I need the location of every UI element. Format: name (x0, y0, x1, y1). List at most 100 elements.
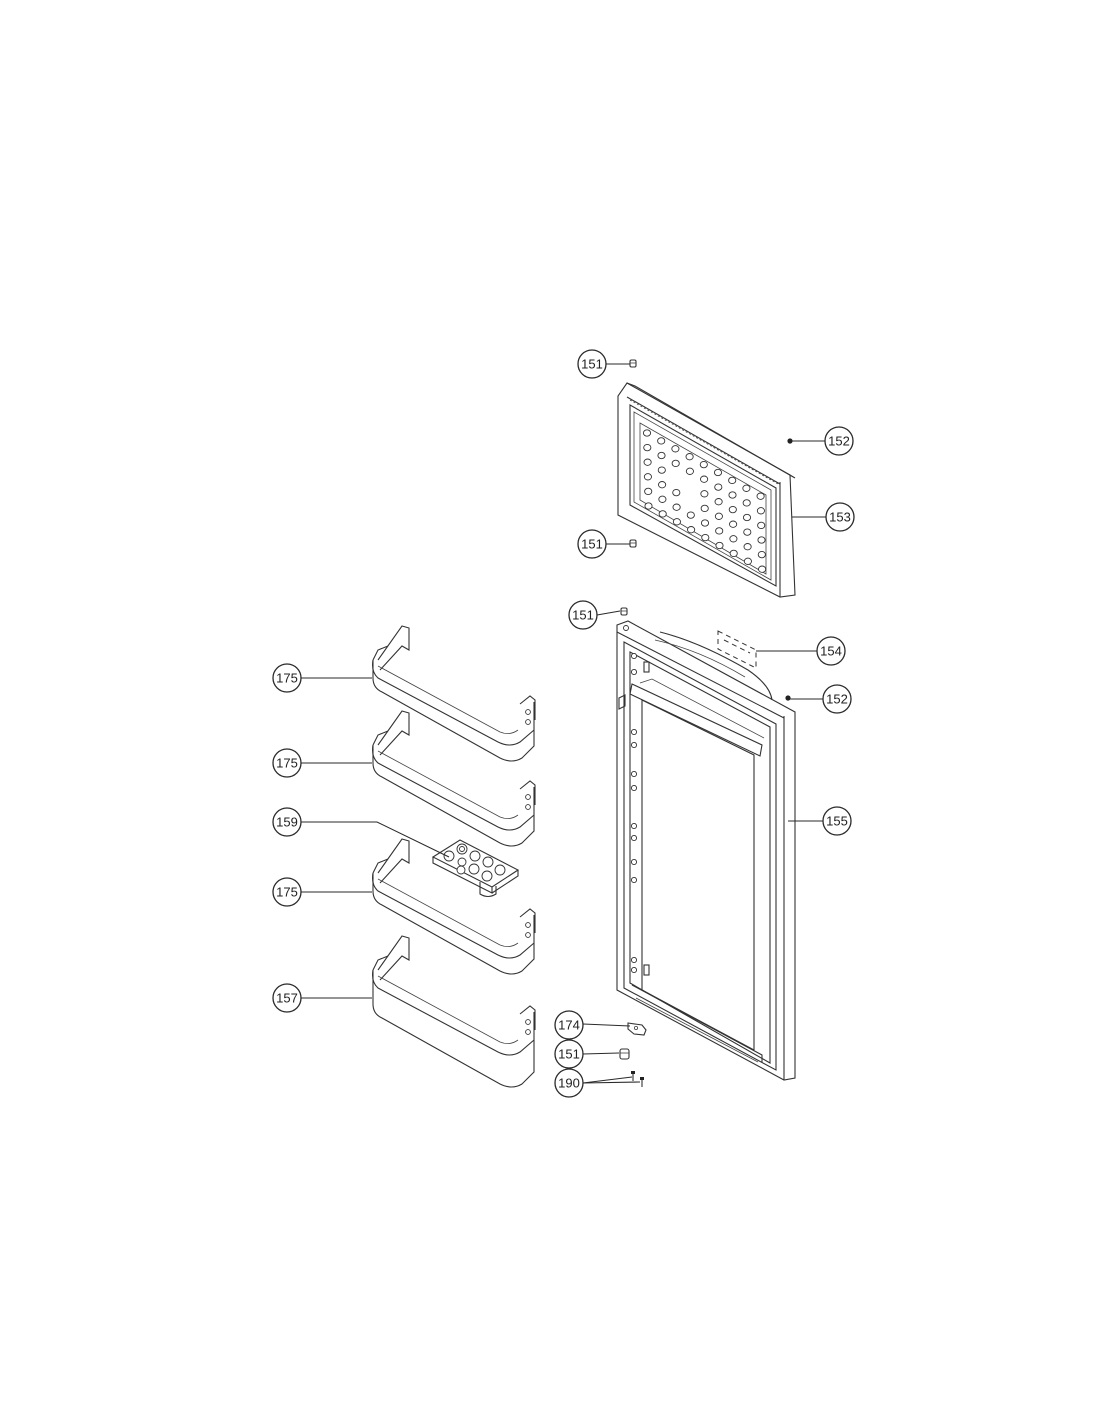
dimple (728, 491, 737, 499)
dimple (671, 445, 680, 453)
dimple (699, 460, 708, 469)
callout-151-bottom: 151 (554, 1039, 584, 1069)
callout-154: 154 (816, 636, 846, 666)
freezer-door-part-153 (617, 382, 796, 598)
door-stud (630, 668, 638, 676)
dimple (713, 468, 723, 477)
dimple (657, 466, 666, 474)
door-stud (630, 834, 638, 842)
svg-text:153: 153 (829, 510, 851, 525)
dimple (686, 511, 695, 519)
bushing-151-bottom (619, 1048, 630, 1060)
svg-text:190: 190 (558, 1076, 580, 1091)
svg-text:151: 151 (581, 357, 603, 372)
svg-text:175: 175 (276, 885, 298, 900)
dimple (643, 458, 652, 466)
dimple (672, 518, 681, 526)
door-bin-175-b (372, 710, 536, 847)
callout-151-top: 151 (577, 349, 607, 379)
door-stud (630, 858, 638, 866)
door-stud (630, 956, 638, 964)
dimple (657, 437, 666, 445)
callout-190: 190 (554, 1068, 584, 1098)
dimple (644, 487, 653, 496)
dimple (700, 504, 709, 513)
callout-175-c: 175 (272, 877, 302, 907)
dimple (643, 443, 652, 452)
dimple (715, 527, 724, 535)
dimple (658, 481, 667, 489)
dimple (758, 565, 767, 573)
fridge-door-part-155 (616, 620, 796, 1081)
hinge-bushing-151-top (629, 359, 637, 368)
plug-152-top (787, 438, 793, 444)
dimple (700, 475, 709, 483)
door-bin-157 (372, 935, 536, 1088)
dimple (657, 451, 666, 460)
dimple (658, 495, 667, 503)
dimple (672, 488, 681, 497)
dimple (757, 550, 766, 559)
plug-152-lower (785, 695, 791, 701)
dimple (729, 520, 738, 528)
callout-152-lower: 152 (822, 684, 852, 714)
callout-151-mid: 151 (577, 529, 607, 559)
dimple (742, 499, 751, 507)
dimple (728, 505, 737, 514)
label-part-154 (717, 630, 757, 669)
dimple (715, 541, 724, 550)
svg-text:151: 151 (572, 608, 594, 623)
hinge-174 (627, 1022, 647, 1036)
svg-text:152: 152 (828, 434, 850, 449)
dimple (687, 526, 696, 534)
dimple (658, 510, 667, 518)
svg-text:174: 174 (558, 1018, 580, 1033)
dimple (714, 483, 723, 491)
callout-159: 159 (272, 807, 302, 837)
svg-text:151: 151 (581, 537, 603, 552)
dimple (742, 484, 751, 492)
callout-151-upper-door: 151 (568, 600, 598, 630)
callout-157: 157 (272, 983, 302, 1013)
hinge-bushing-151-mid (629, 539, 637, 548)
door-bins (372, 625, 536, 1088)
callout-175-a: 175 (272, 663, 302, 693)
door-stud (630, 728, 638, 736)
dimple (672, 503, 681, 511)
dimple (743, 528, 752, 536)
dimple (700, 490, 709, 498)
dimple (643, 473, 652, 481)
dimple (700, 519, 710, 527)
dimple (714, 498, 723, 506)
dimple (685, 467, 694, 475)
screws-190 (631, 1071, 644, 1087)
callout-174: 174 (554, 1010, 584, 1040)
dimple (701, 533, 710, 542)
dimple (743, 543, 752, 551)
svg-text:154: 154 (820, 644, 842, 659)
leader-lines (301, 363, 826, 1084)
door-bin-175-a (372, 625, 536, 762)
freezer-door-dimples (642, 429, 767, 573)
door-stud (630, 784, 638, 792)
dimple (756, 492, 765, 500)
dimple (728, 476, 737, 485)
callout-153: 153 (825, 502, 855, 532)
dimple (756, 507, 765, 515)
dimple (685, 453, 694, 461)
svg-text:152: 152 (826, 692, 848, 707)
hinge-bushing-151-upper-door (620, 607, 628, 616)
dimple (729, 549, 738, 558)
door-bin-175-c (372, 838, 536, 975)
door-stud (630, 822, 638, 830)
dimple (743, 557, 752, 565)
door-stud (630, 770, 638, 778)
dimple (642, 429, 652, 437)
callout-152-top: 152 (824, 426, 854, 456)
dimple (742, 513, 752, 522)
door-stud (630, 966, 638, 974)
callout-155: 155 (822, 806, 852, 836)
dimple (757, 521, 766, 530)
svg-text:159: 159 (276, 815, 298, 830)
